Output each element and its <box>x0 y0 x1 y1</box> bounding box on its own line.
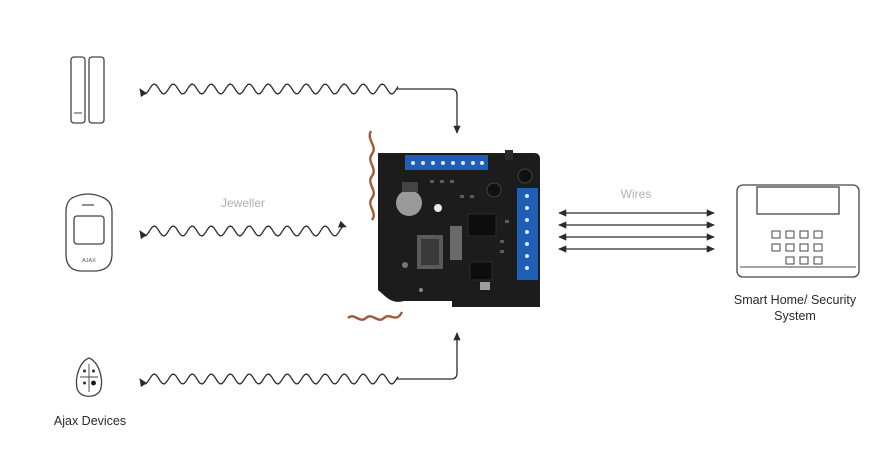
motion-detector-icon: AJAX <box>65 193 113 272</box>
ajax-devices-label: Ajax Devices <box>53 414 127 428</box>
jeweller-label: Jeweller <box>220 196 265 210</box>
wires-bundle <box>558 209 715 253</box>
motion-detector-logo: AJAX <box>82 258 96 264</box>
radio-link-top <box>139 83 461 134</box>
door-sensor-icon <box>70 56 105 124</box>
control-panel-icon <box>736 184 860 278</box>
receiver-board-icon <box>347 130 540 321</box>
smart-home-label: Smart Home/ Security System <box>733 293 857 323</box>
keyfob-icon <box>75 357 103 397</box>
radio-link-middle <box>139 220 347 240</box>
radio-link-bottom <box>139 332 461 388</box>
wires-label: Wires <box>620 187 652 201</box>
